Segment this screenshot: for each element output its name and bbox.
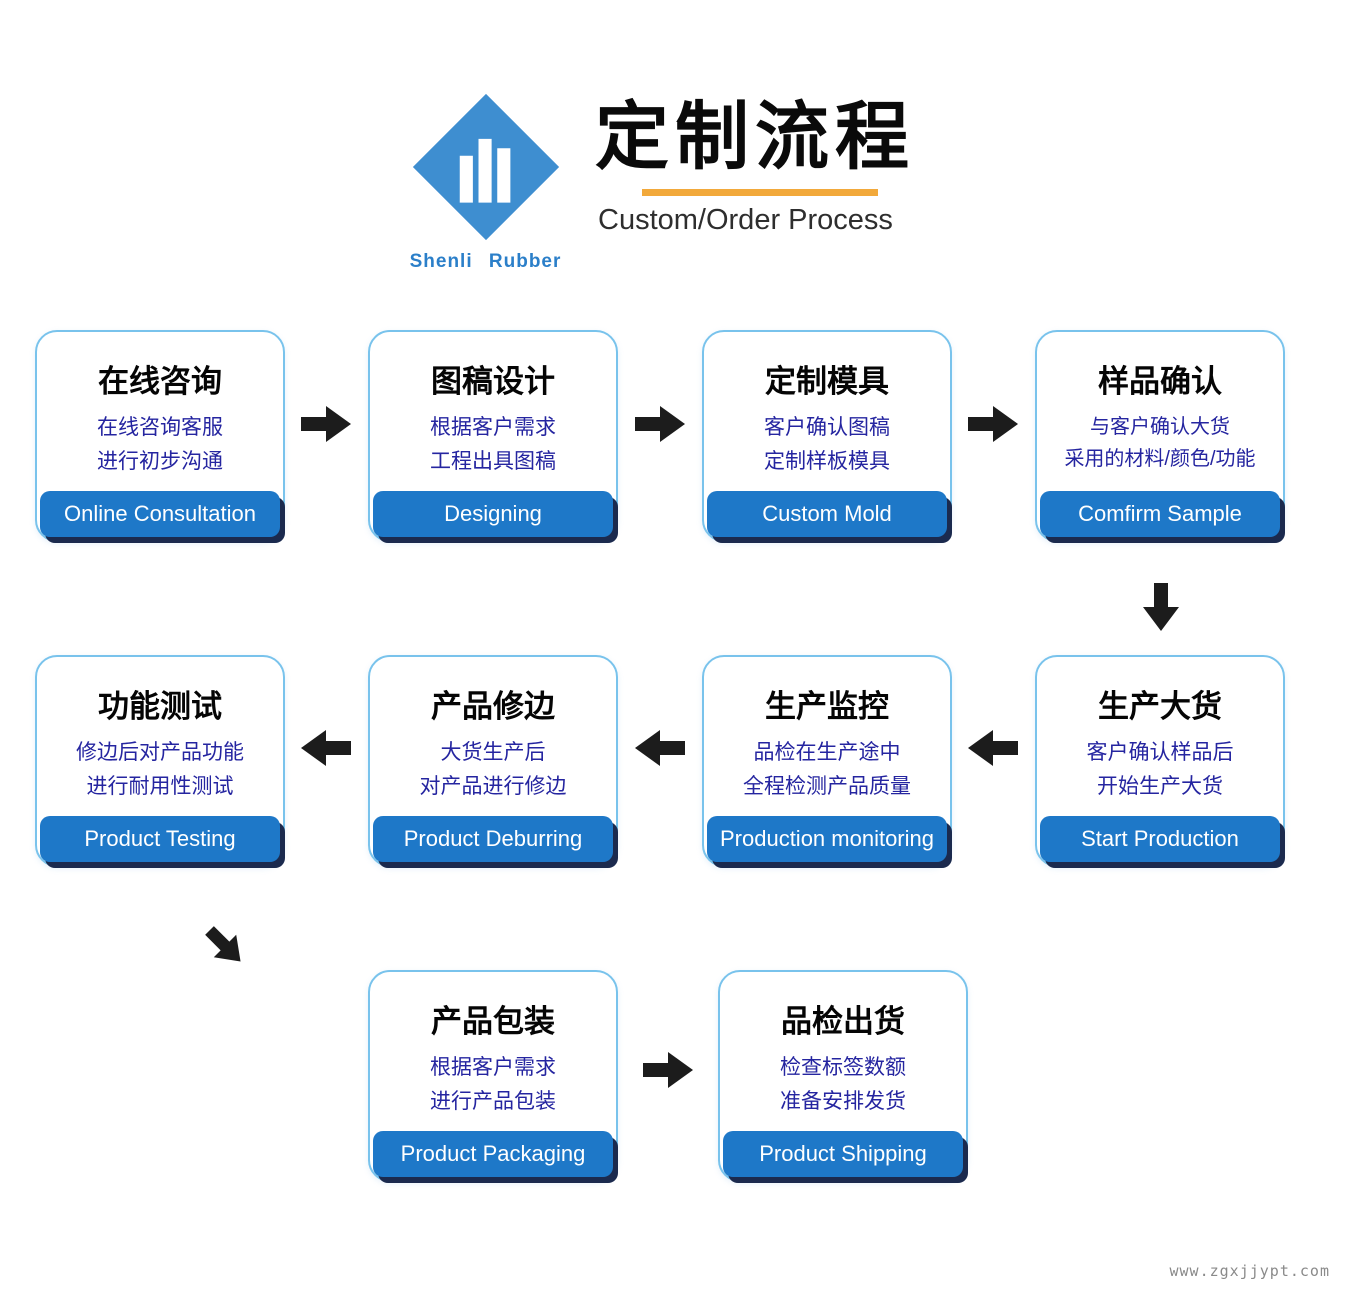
- step-title: 图稿设计: [431, 364, 555, 399]
- step-label: Custom Mold: [707, 491, 947, 537]
- step-title: 产品包装: [431, 1004, 555, 1039]
- step-desc-line1: 检查标签数额: [780, 1056, 906, 1079]
- step-desc-line2: 进行初步沟通: [97, 450, 223, 474]
- step-box-online-consultation: 在线咨询 在线咨询客服 进行初步沟通 Online Consultation: [35, 330, 285, 542]
- company-logo: Shenli Rubber: [398, 92, 573, 273]
- step-desc: 检查标签数额 准备安排发货: [720, 1051, 966, 1119]
- step-title: 功能测试: [98, 689, 222, 724]
- step-desc-line1: 修边后对产品功能: [76, 741, 244, 764]
- step-desc: 修边后对产品功能 进行耐用性测试: [37, 736, 283, 804]
- arrow-right-icon: [301, 406, 351, 442]
- step-desc-line1: 大货生产后: [440, 741, 546, 764]
- step-desc-line1: 品检在生产途中: [753, 741, 901, 764]
- step-desc-line2: 进行耐用性测试: [86, 775, 234, 799]
- step-desc-line2: 开始生产大货: [1097, 775, 1223, 799]
- logo-diamond-icon: [412, 93, 559, 241]
- step-title: 品检出货: [781, 1004, 905, 1039]
- arrow-down-right-icon: [205, 926, 241, 962]
- step-desc: 根据客户需求 进行产品包装: [370, 1051, 616, 1119]
- arrow-right-icon: [635, 406, 685, 442]
- step-desc: 客户确认图稿 定制样板模具: [704, 411, 950, 479]
- step-desc-line1: 在线咨询客服: [97, 416, 223, 439]
- step-box-product-packaging: 产品包装 根据客户需求 进行产品包装 Product Packaging: [368, 970, 618, 1182]
- arrow-left-icon: [635, 730, 685, 766]
- step-title: 定制模具: [765, 364, 889, 399]
- arrow-right-icon: [968, 406, 1018, 442]
- step-desc-line1: 客户确认样品后: [1086, 741, 1234, 764]
- step-desc: 与客户确认大货 采用的材料/颜色/功能: [1037, 411, 1283, 476]
- step-box-confirm-sample: 样品确认 与客户确认大货 采用的材料/颜色/功能 Comfirm Sample: [1035, 330, 1285, 542]
- step-label: Designing: [373, 491, 613, 537]
- step-desc: 客户确认样品后 开始生产大货: [1037, 736, 1283, 804]
- step-box-product-testing: 功能测试 修边后对产品功能 进行耐用性测试 Product Testing: [35, 655, 285, 867]
- step-title: 生产大货: [1098, 689, 1222, 724]
- step-desc-line1: 与客户确认大货: [1090, 416, 1230, 438]
- step-desc-line2: 准备安排发货: [780, 1090, 906, 1114]
- step-label: Product Deburring: [373, 816, 613, 862]
- step-desc-line1: 根据客户需求: [430, 1056, 556, 1079]
- step-desc: 大货生产后 对产品进行修边: [370, 736, 616, 804]
- step-title: 在线咨询: [98, 364, 222, 399]
- step-box-custom-mold: 定制模具 客户确认图稿 定制样板模具 Custom Mold: [702, 330, 952, 542]
- step-box-product-deburring: 产品修边 大货生产后 对产品进行修边 Product Deburring: [368, 655, 618, 867]
- step-box-start-production: 生产大货 客户确认样品后 开始生产大货 Start Production: [1035, 655, 1285, 867]
- step-desc-line2: 进行产品包装: [430, 1090, 556, 1114]
- step-label: Product Testing: [40, 816, 280, 862]
- logo-text: Shenli Rubber: [409, 251, 562, 272]
- arrow-right-icon: [643, 1052, 693, 1088]
- step-desc-line1: 根据客户需求: [430, 416, 556, 439]
- page-title: 定制流程: [595, 95, 915, 178]
- title-underline: [642, 189, 878, 196]
- step-box-designing: 图稿设计 根据客户需求 工程出具图稿 Designing: [368, 330, 618, 542]
- page-subtitle: Custom/Order Process: [598, 204, 893, 236]
- step-label: Online Consultation: [40, 491, 280, 537]
- arrow-left-icon: [301, 730, 351, 766]
- step-desc: 根据客户需求 工程出具图稿: [370, 411, 616, 479]
- step-box-production-monitoring: 生产监控 品检在生产途中 全程检测产品质量 Production monitor…: [702, 655, 952, 867]
- step-desc-line2: 工程出具图稿: [430, 450, 556, 474]
- step-desc-line2: 定制样板模具: [764, 450, 890, 474]
- step-box-product-shipping: 品检出货 检查标签数额 准备安排发货 Product Shipping: [718, 970, 968, 1182]
- step-title: 产品修边: [431, 689, 555, 724]
- step-desc-line2: 对产品进行修边: [419, 775, 567, 799]
- watermark-url: www.zgxjjypt.com: [1169, 1262, 1330, 1280]
- step-label: Start Production: [1040, 816, 1280, 862]
- step-label: Product Packaging: [373, 1131, 613, 1177]
- arrow-down-icon: [1143, 583, 1179, 631]
- step-label: Production monitoring: [707, 816, 947, 862]
- step-title: 样品确认: [1098, 364, 1222, 399]
- step-desc: 在线咨询客服 进行初步沟通: [37, 411, 283, 479]
- step-desc-line1: 客户确认图稿: [764, 416, 890, 439]
- step-label: Product Shipping: [723, 1131, 963, 1177]
- arrow-left-icon: [968, 730, 1018, 766]
- step-desc-line2: 采用的材料/颜色/功能: [1064, 448, 1256, 471]
- step-desc-line2: 全程检测产品质量: [743, 775, 911, 799]
- step-desc: 品检在生产途中 全程检测产品质量: [704, 736, 950, 804]
- step-label: Comfirm Sample: [1040, 491, 1280, 537]
- step-title: 生产监控: [765, 689, 889, 724]
